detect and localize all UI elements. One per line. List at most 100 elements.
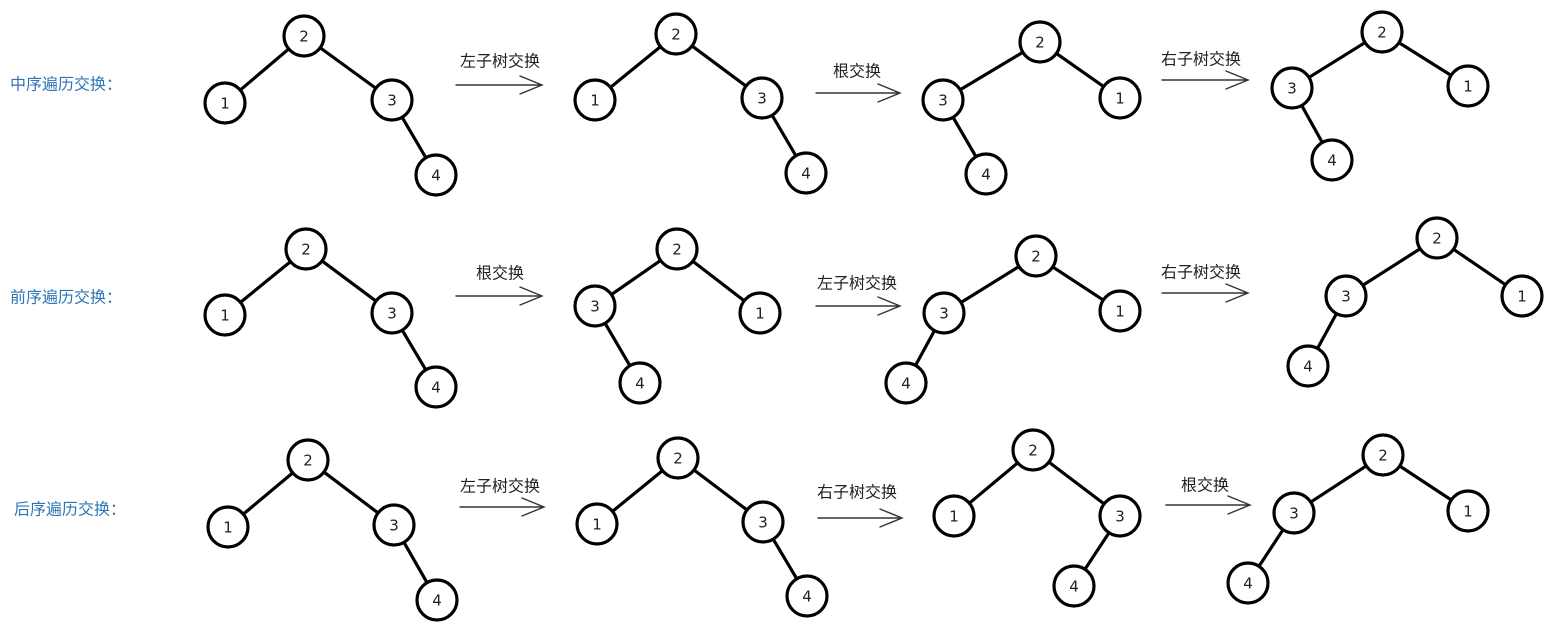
tree-edge: [402, 540, 429, 585]
node-value: 3: [1341, 288, 1351, 306]
node-value: 3: [939, 305, 949, 323]
node-value: 3: [1289, 505, 1299, 523]
operation-arrow: 右子树交换: [1161, 263, 1250, 303]
node-value: 1: [220, 95, 230, 113]
node-circle: [738, 291, 782, 335]
tree-edge: [400, 328, 428, 372]
node-value: 3: [387, 305, 397, 323]
node-value: 4: [635, 375, 645, 393]
node-value: 3: [590, 298, 600, 316]
node-circle: [573, 284, 617, 328]
tree-node: 2: [1360, 10, 1404, 54]
node-value: 1: [1517, 288, 1527, 306]
tree-edge: [1307, 40, 1367, 80]
node-value: 1: [590, 92, 600, 110]
node-value: 4: [981, 166, 991, 184]
tree-edge: [1451, 247, 1508, 287]
node-circle: [922, 291, 966, 335]
node-circle: [1018, 20, 1062, 64]
operation-arrow: 左子树交换: [815, 274, 902, 316]
tree-edge: [400, 115, 428, 160]
binary-tree-2: 2 1 3 4: [575, 436, 829, 618]
node-circle: [203, 293, 247, 337]
tree-node: 2: [654, 12, 698, 56]
row-label: 中序遍历交换：: [10, 75, 122, 94]
node-circle: [286, 438, 330, 482]
node-circle: [414, 365, 458, 409]
node-value: 3: [387, 92, 397, 110]
node-value: 3: [938, 92, 948, 110]
node-circle: [1286, 344, 1330, 388]
operation-arrow: 左子树交换: [455, 52, 544, 95]
arrow-icon: [459, 497, 546, 517]
operation-label: 右子树交换: [817, 483, 897, 502]
node-circle: [785, 574, 829, 618]
node-circle: [372, 503, 416, 547]
tree-edge: [1361, 247, 1422, 287]
node-value: 2: [1377, 24, 1387, 42]
binary-tree-1: 2 1 3 4: [203, 227, 458, 409]
tree-node: 2: [1415, 216, 1459, 260]
node-value: 4: [1303, 358, 1313, 376]
arrow-icon: [455, 286, 544, 306]
node-circle: [655, 227, 699, 271]
tree-node: 2: [656, 436, 700, 480]
tree-edge: [1257, 528, 1285, 568]
node-circle: [654, 12, 698, 56]
tree-edge: [770, 113, 798, 158]
tree-node: 4: [964, 152, 1008, 196]
arrow-icon: [815, 296, 902, 316]
tree-node: 3: [741, 500, 785, 544]
node-circle: [1310, 138, 1354, 182]
node-circle: [414, 153, 458, 197]
tree-edge: [322, 470, 380, 515]
node-value: 3: [389, 517, 399, 535]
arrow-icon: [1165, 495, 1252, 515]
node-value: 1: [223, 519, 233, 537]
node-circle: [282, 14, 326, 58]
node-circle: [1324, 274, 1368, 318]
node-value: 4: [1243, 575, 1253, 593]
node-value: 4: [431, 379, 441, 397]
operation-label: 根交换: [1181, 476, 1229, 495]
tree-edge: [320, 259, 378, 303]
tree-edge: [241, 471, 295, 516]
node-circle: [1446, 489, 1490, 533]
tree-node: 1: [206, 505, 250, 549]
operation-label: 右子树交换: [1161, 50, 1241, 69]
operation-arrow: 根交换: [1165, 476, 1252, 515]
node-value: 3: [758, 514, 768, 532]
tree-node: 1: [203, 293, 247, 337]
node-circle: [1500, 274, 1544, 318]
node-circle: [1098, 289, 1142, 333]
operation-label: 左子树交换: [460, 52, 540, 71]
node-value: 1: [1115, 303, 1125, 321]
tree-node: 4: [785, 574, 829, 618]
tree-node: 2: [655, 227, 699, 271]
node-circle: [740, 76, 784, 120]
node-value: 1: [592, 516, 602, 534]
tree-node: 4: [784, 151, 828, 195]
tree-edge: [691, 259, 746, 303]
tree-node: 4: [414, 153, 458, 197]
binary-tree-2: 2 3 1 4: [573, 227, 782, 405]
tree-node: 1: [1098, 289, 1142, 333]
node-value: 4: [432, 592, 442, 610]
node-circle: [1011, 428, 1055, 472]
node-value: 2: [301, 241, 311, 259]
node-circle: [784, 151, 828, 195]
row-label: 前序遍历交换：: [10, 288, 122, 307]
tree-edge: [238, 47, 291, 92]
tree-node: 1: [738, 291, 782, 335]
tree-edge: [1083, 531, 1111, 571]
tree-edge: [1047, 460, 1106, 506]
arrow-icon: [1161, 283, 1250, 303]
node-circle: [1098, 76, 1142, 120]
operation-arrow: 根交换: [455, 264, 544, 306]
